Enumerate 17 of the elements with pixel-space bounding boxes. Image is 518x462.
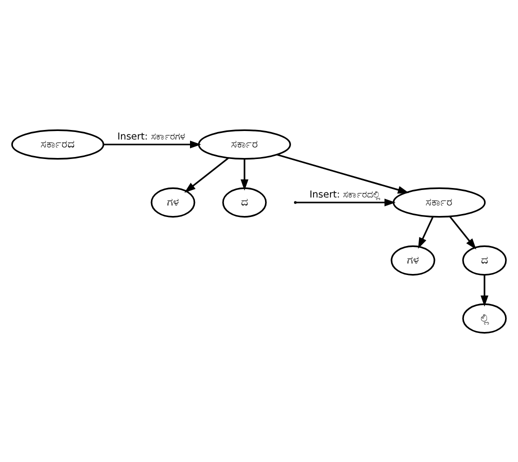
node-ellipse: ಗಳ bbox=[150, 186, 196, 218]
arrow bbox=[418, 216, 434, 248]
node-ellipse: ದ bbox=[462, 244, 507, 276]
edge-label: Insert: ಸರ್ಕಾರಗಳ bbox=[117, 130, 185, 142]
node-ellipse: ದ bbox=[222, 186, 267, 218]
arrow bbox=[449, 216, 476, 249]
node-ellipse: ಗಳ bbox=[390, 244, 436, 276]
arrow bbox=[184, 156, 229, 192]
node-ellipse: ಸರ್ಕಾರ bbox=[198, 128, 291, 160]
arrow bbox=[296, 198, 396, 206]
edge-label: Insert: ಸರ್ಕಾರದಲ್ಲಿ bbox=[309, 188, 380, 200]
arrow bbox=[276, 153, 410, 194]
node-ellipse: ಲ್ಲಿ bbox=[462, 302, 507, 334]
arrow bbox=[480, 274, 488, 306]
node-ellipse: ಸರ್ಕಾರದ bbox=[11, 128, 104, 160]
arrow bbox=[104, 140, 202, 148]
arrow bbox=[240, 158, 248, 190]
